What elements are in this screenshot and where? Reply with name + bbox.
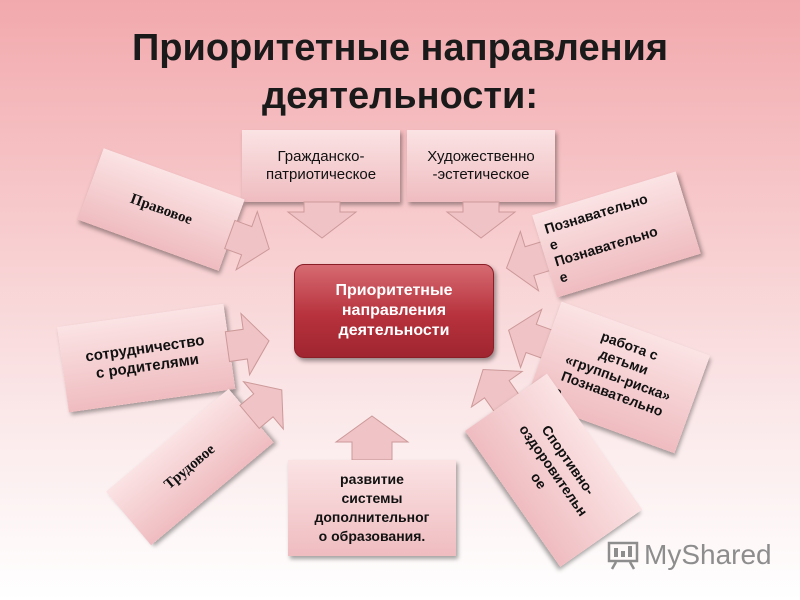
arrow-right-icon — [224, 210, 270, 272]
callout-box: Гражданско- патриотическое — [242, 130, 400, 202]
arrow-down-icon — [286, 201, 358, 239]
callout-line: системы — [341, 490, 403, 506]
callout-artistic-aesthetic: Художественно -эстетическое — [407, 130, 555, 240]
callout-line: Трудовое — [161, 441, 219, 493]
slide-title: Приоритетные направления деятельности: — [0, 24, 800, 120]
callout-legal: Правовое — [76, 148, 291, 292]
central-line-2: направления — [341, 302, 447, 319]
callout-line: развитие — [340, 471, 404, 487]
central-node: Приоритетные направления деятельности — [294, 264, 494, 358]
callout-line: дополнительног — [314, 509, 430, 525]
presentation-board-icon — [607, 541, 639, 570]
callout-box: сотрудничество с родителями — [57, 303, 236, 413]
callout-box: развитие системы дополнительног о образо… — [288, 460, 456, 556]
callout-line: Правовое — [128, 190, 195, 229]
callout-cognitive: Познавательно е Познавательно е — [492, 166, 718, 310]
callout-sport-health: Спортивно- оздоровительн ое — [441, 339, 649, 577]
callout-box: Правовое — [77, 148, 245, 271]
callout-extra-education: развитие системы дополнительног о образо… — [288, 414, 456, 560]
arrow-right-icon — [239, 380, 284, 431]
watermark-text: MyShared — [644, 539, 772, 570]
central-line-3: деятельности — [338, 322, 450, 339]
myshared-watermark: MyShared — [606, 537, 772, 573]
callout-parent-cooperation: сотрудничество с родителями — [57, 298, 279, 413]
callout-labor: Трудовое — [106, 357, 312, 546]
arrow-left-icon — [505, 229, 552, 292]
central-line-1: Приоритетные — [335, 282, 453, 299]
title-line-2: деятельности: — [261, 75, 539, 117]
callout-line: -эстетическое — [432, 166, 530, 183]
callout-box: Познавательно е Познавательно е — [532, 171, 701, 298]
callout-at-risk-children: работа с детьми «группы-риска» Познавате… — [487, 287, 720, 457]
arrow-right-icon — [224, 312, 270, 377]
callout-line: Художественно — [427, 148, 535, 165]
arrow-down-icon — [445, 201, 517, 239]
callout-box: Художественно -эстетическое — [407, 130, 555, 202]
callout-line: патриотическое — [265, 166, 377, 183]
title-line-1: Приоритетные направления — [131, 27, 669, 69]
arrow-up-icon — [334, 415, 410, 461]
callout-line: о образования. — [318, 528, 426, 544]
callout-line: Гражданско- — [277, 148, 365, 165]
callout-civic-patriotic: Гражданско- патриотическое — [242, 130, 400, 240]
